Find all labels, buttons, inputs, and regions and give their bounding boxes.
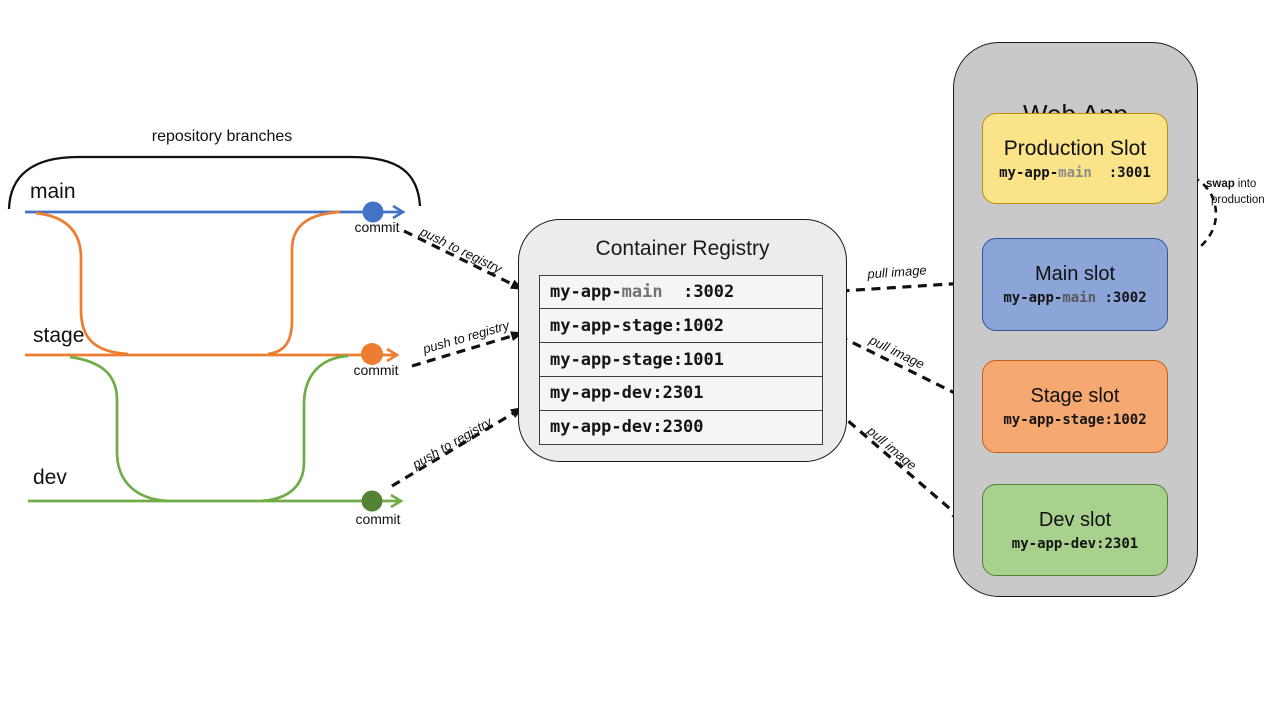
slot-tag-highlight: main — [1058, 164, 1092, 181]
branch-label-stage: stage — [33, 324, 85, 347]
image-tag: my-app-dev:2300 — [550, 417, 704, 438]
repository-branches-label: repository branches — [151, 128, 293, 145]
branch-label-main: main — [30, 180, 76, 203]
dev-slot: Dev slot my-app-dev:2301 — [982, 484, 1168, 576]
branch-label-dev: dev — [33, 466, 67, 489]
slot-title: Main slot — [1034, 263, 1116, 285]
stage-commit-dot — [361, 343, 383, 365]
image-tag-table: my-app-main :3002 my-app-stage:1002 my-a… — [539, 274, 823, 445]
slot-tag-version: :3002 — [1096, 290, 1147, 306]
push-arrow-stage — [411, 331, 524, 368]
slot-image-tag: my-app-stage:1002 — [1003, 412, 1146, 428]
slot-tag-version: :3001 — [1091, 164, 1151, 181]
slot-tag-highlight: main — [1062, 290, 1097, 306]
swap-label-bold: swap — [1206, 178, 1235, 190]
table-row: my-app-stage:1001 — [539, 342, 823, 378]
slot-title: Stage slot — [1030, 385, 1120, 407]
slot-tag-pre: my-app- — [999, 164, 1059, 181]
image-tag: my-app- — [550, 282, 622, 303]
slot-title: Dev slot — [1038, 508, 1112, 531]
swap-label-rest: into — [1237, 178, 1257, 190]
repository-brace — [7, 155, 422, 210]
table-row: my-app-dev:2300 — [539, 409, 823, 445]
pull-arrow-stage — [824, 327, 969, 401]
main-slot: Main slot my-app-main :3002 — [982, 238, 1168, 331]
slot-image-tag: my-app-dev:2301 — [1012, 536, 1138, 552]
swap-label-line2: production — [1211, 194, 1265, 207]
image-tag: my-app-stage:1001 — [550, 349, 724, 370]
image-tag: my-app-dev:2301 — [550, 383, 704, 404]
slot-image-tag: my-app-main :3001 — [999, 165, 1151, 181]
commit-label-stage: commit — [353, 362, 399, 378]
slot-image-tag: my-app-main :3002 — [1003, 290, 1146, 306]
image-tag-version: :3002 — [662, 282, 735, 303]
container-registry-title: Container Registry — [595, 237, 770, 260]
dev-branch-curve-left — [69, 355, 169, 503]
table-row: my-app-dev:2301 — [539, 375, 823, 411]
image-tag-highlight: main — [621, 282, 663, 303]
web-app-box: Web App Production Slot my-app-main :300… — [953, 42, 1198, 597]
stage-slot: Stage slot my-app-stage:1002 — [982, 360, 1168, 453]
slot-tag-pre: my-app- — [1003, 290, 1063, 306]
stage-branch-curve-left — [35, 211, 129, 356]
push-arrow-main — [403, 229, 524, 291]
container-registry-box: Container Registry my-app-main :3002 my-… — [518, 219, 847, 462]
table-row: my-app-stage:1002 — [539, 308, 823, 344]
dev-commit-dot — [361, 490, 383, 512]
slot-tag-pre: my-app-stage:1002 — [1003, 412, 1147, 428]
slot-tag-pre: my-app-dev:2301 — [1011, 535, 1139, 552]
pull-arrow-main — [824, 278, 968, 294]
image-tag: my-app-stage:1002 — [550, 315, 724, 336]
slot-title: Production Slot — [1003, 136, 1147, 160]
commit-label-main: commit — [354, 219, 400, 235]
push-arrow-dev — [391, 406, 524, 488]
production-slot: Production Slot my-app-main :3001 — [982, 113, 1168, 204]
main-commit-dot — [362, 201, 384, 223]
dev-merge-curve-right — [259, 354, 349, 503]
stage-merge-curve-right — [267, 210, 341, 356]
table-row: my-app-main :3002 — [539, 274, 823, 310]
commit-label-dev: commit — [355, 511, 401, 527]
